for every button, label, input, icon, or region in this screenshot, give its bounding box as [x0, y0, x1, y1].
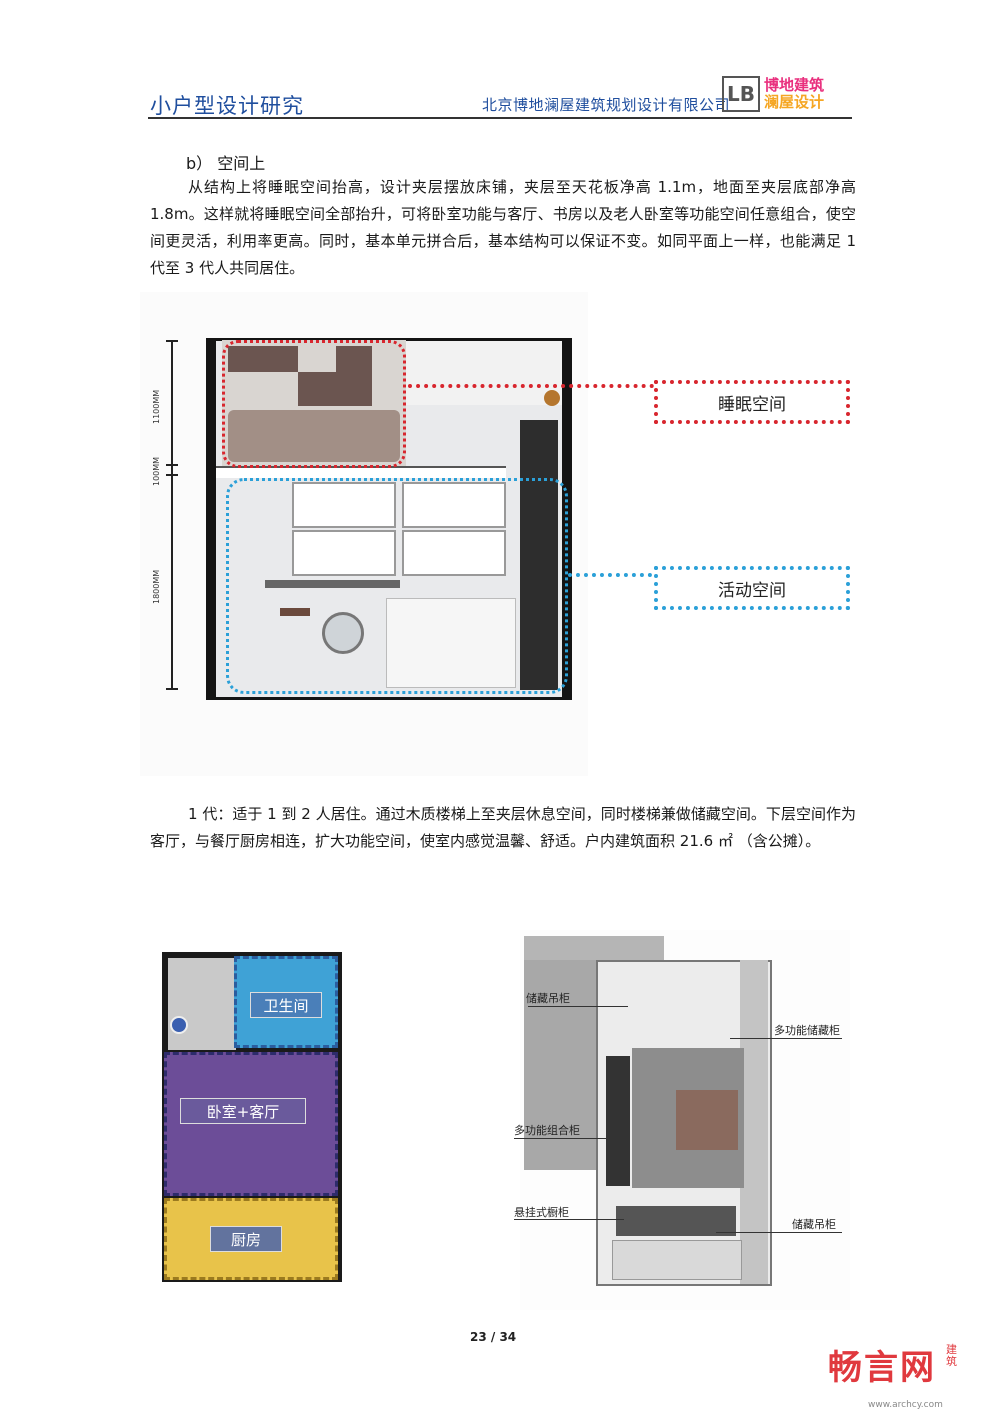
sleep-zone-outline: [222, 340, 406, 468]
plan-round-fixture-icon: [170, 1016, 188, 1034]
callout-hanging-cabinet: 悬挂式橱柜: [514, 1206, 569, 1219]
document-title: 小户型设计研究: [150, 94, 304, 118]
upper-wall: [402, 341, 562, 405]
iso-wall: [524, 936, 596, 1170]
callout-leader: [514, 1219, 624, 1220]
iso-side-wall: [740, 960, 768, 1284]
iso-bed: [676, 1090, 738, 1150]
loft-panel: [298, 372, 336, 406]
watermark-side-text: 建筑: [946, 1343, 957, 1368]
dimension-line: [171, 340, 173, 690]
sleep-zone-leader: [408, 384, 654, 388]
callout-leader: [514, 1138, 614, 1139]
activity-zone-leader: [568, 573, 652, 577]
section-heading: b） 空间上: [186, 154, 266, 173]
page-number: 23 / 34: [470, 1330, 517, 1344]
iso-floor: [612, 1240, 742, 1280]
plan-stair-area: [168, 958, 236, 1050]
paragraph-structure: 从结构上将睡眠空间抬高，设计夹层摆放床铺，夹层至天花板净高 1.1m，地面至夹层…: [150, 178, 856, 277]
kitchen-counter: [265, 580, 400, 588]
callout-multi-combo: 多功能组合柜: [514, 1124, 580, 1137]
callout-storage-hanging-top: 储藏吊柜: [526, 992, 570, 1005]
sleep-zone-label: 睡眠空间: [654, 380, 850, 424]
activity-zone-label: 活动空间: [654, 566, 850, 610]
paragraph-one-generation: 1 代：适于 1 到 2 人居住。通过木质楼梯上至夹层休息空间，同时楼梯兼做储藏…: [150, 805, 856, 850]
logo-mark: LB: [722, 76, 760, 112]
vase-icon: [544, 390, 560, 406]
iso-shelf: [606, 1056, 630, 1186]
wall-panel: [292, 530, 396, 576]
company-logo: LB 博地建筑 澜屋设计: [722, 76, 852, 114]
plan-bedroom-living-zone: [164, 1052, 338, 1196]
loft-bed: [228, 410, 400, 462]
dimension-tick: [166, 340, 178, 342]
loft-panel: [336, 346, 372, 406]
dimension-tick: [166, 464, 178, 466]
watermark-logo: 畅言网: [828, 1348, 936, 1388]
dimension-tick: [166, 474, 178, 476]
washing-machine-icon: [322, 612, 364, 654]
plan-label-bedroom-living: 卧室+客厅: [180, 1098, 306, 1124]
callout-storage-hanging-bottom: 储藏吊柜: [792, 1218, 836, 1231]
dimension-tick: [166, 688, 178, 690]
dimension-label-1800: 1800MM: [152, 569, 161, 604]
wall-panel: [402, 482, 506, 528]
activity-zone-outline: [226, 478, 568, 694]
watermark-url: www.archcy.com: [868, 1400, 943, 1410]
plan-label-bathroom: 卫生间: [250, 992, 322, 1018]
dimension-label-1100: 1100MM: [152, 389, 161, 424]
iso-wall-top: [524, 936, 664, 960]
callout-leader: [730, 1038, 842, 1039]
logo-line-1: 博地建筑: [764, 76, 825, 94]
dimension-label-100: 100MM: [152, 456, 161, 486]
callout-leader: [528, 1006, 628, 1007]
bar-stool: [280, 608, 310, 616]
wall-panel: [292, 482, 396, 528]
header-rule: [148, 117, 852, 119]
refrigerator: [520, 420, 558, 690]
iso-kitchen: [616, 1206, 736, 1236]
logo-line-2: 澜屋设计: [764, 93, 825, 111]
company-name: 北京博地澜屋建筑规划设计有限公司: [482, 96, 731, 114]
lower-cabinet: [386, 598, 516, 688]
loft-panel: [228, 346, 298, 372]
callout-multi-storage: 多功能储藏柜: [774, 1024, 840, 1037]
wall-panel: [402, 530, 506, 576]
callout-leader: [716, 1232, 842, 1233]
plan-label-kitchen: 厨房: [210, 1226, 282, 1252]
